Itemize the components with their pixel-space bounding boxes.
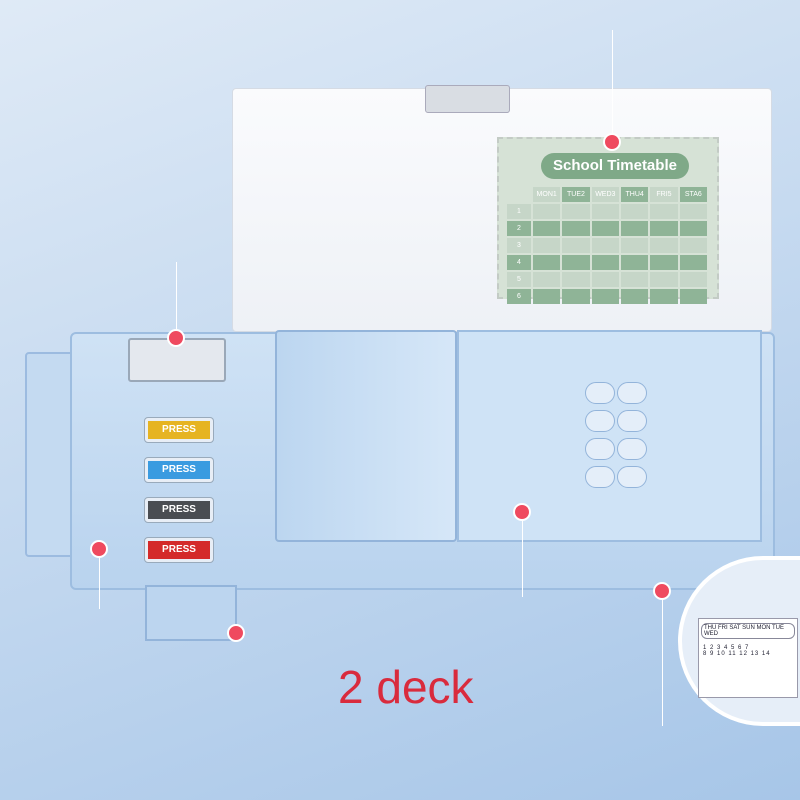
timetable-cell: FRI5 (650, 187, 678, 202)
timetable-cell (562, 272, 590, 287)
timetable-cell (533, 255, 561, 270)
compartment-door (275, 330, 457, 542)
pull-out-drawer (145, 585, 237, 641)
inner-compartment (457, 330, 762, 542)
press-button: PRESS (145, 458, 213, 482)
timetable-cell (507, 187, 531, 202)
pen-holder (617, 382, 647, 404)
timetable-cell (533, 289, 561, 304)
timetable-cell: 5 (507, 272, 531, 287)
lid-clasp (425, 85, 510, 113)
timetable-cell (533, 204, 561, 219)
pen-holder (585, 438, 615, 460)
timetable-cell: TUE2 (562, 187, 590, 202)
timetable-cell (621, 204, 649, 219)
timetable-cell (679, 272, 707, 287)
timetable-cell (650, 204, 678, 219)
timetable-cell (591, 221, 619, 236)
timetable-cell (650, 255, 678, 270)
callout-dot (167, 329, 185, 347)
callout-line (522, 512, 523, 597)
timetable-cell: MON1 (533, 187, 561, 202)
timetable-cell: 4 (507, 255, 531, 270)
pen-holder (617, 410, 647, 432)
timetable-cell (650, 272, 678, 287)
timetable-cell (591, 238, 619, 253)
callout-line (662, 591, 663, 726)
timetable-cell (562, 204, 590, 219)
timetable-cell (591, 204, 619, 219)
callout-dot (513, 503, 531, 521)
timetable-cell: 1 (507, 204, 531, 219)
callout-dot (603, 133, 621, 151)
timetable-cell: THU4 (621, 187, 649, 202)
calendar-inset: THU FRI SAT SUN MON TUE WED 1 2 3 4 5 6 … (678, 556, 800, 726)
timetable-cell (650, 289, 678, 304)
timetable-cell (621, 289, 649, 304)
timetable-cell (533, 272, 561, 287)
press-button: PRESS (145, 498, 213, 522)
timetable-title: School Timetable (541, 153, 689, 179)
timetable-cell (650, 238, 678, 253)
timetable-cell (679, 289, 707, 304)
callout-dot (653, 582, 671, 600)
timetable-cell (621, 238, 649, 253)
timetable-cell: WED3 (591, 187, 619, 202)
callout-dot (90, 540, 108, 558)
timetable-cell: STA6 (679, 187, 707, 202)
pen-holder (617, 466, 647, 488)
callout-dot (227, 624, 245, 642)
pen-holder (585, 466, 615, 488)
timetable-cell (679, 238, 707, 253)
timetable-cell (562, 221, 590, 236)
pen-holder (617, 438, 647, 460)
timetable-cell (621, 255, 649, 270)
timetable-cell (591, 272, 619, 287)
timetable-cell (562, 289, 590, 304)
timetable-cell (591, 289, 619, 304)
timetable-cell (533, 221, 561, 236)
press-button: PRESS (145, 538, 213, 562)
caption: 2 deck (338, 661, 474, 713)
callout-line (176, 262, 177, 338)
timetable-cell (533, 238, 561, 253)
timetable-cell (621, 272, 649, 287)
timetable-cell (621, 221, 649, 236)
timetable-cell (562, 238, 590, 253)
timetable-cell (650, 221, 678, 236)
press-button: PRESS (145, 418, 213, 442)
timetable-cell (562, 255, 590, 270)
callout-line (612, 30, 613, 142)
calendar-strip: THU FRI SAT SUN MON TUE WED 1 2 3 4 5 6 … (698, 618, 798, 698)
timetable-cell: 3 (507, 238, 531, 253)
timetable-cell (679, 255, 707, 270)
timetable-cell (591, 255, 619, 270)
pen-holder (585, 382, 615, 404)
pen-holder (585, 410, 615, 432)
callout-line (99, 549, 100, 609)
timetable-cell: 2 (507, 221, 531, 236)
calendar-days: THU FRI SAT SUN MON TUE WED (701, 623, 795, 639)
timetable-cell (679, 221, 707, 236)
timetable-cell: 6 (507, 289, 531, 304)
timetable-cell (679, 204, 707, 219)
